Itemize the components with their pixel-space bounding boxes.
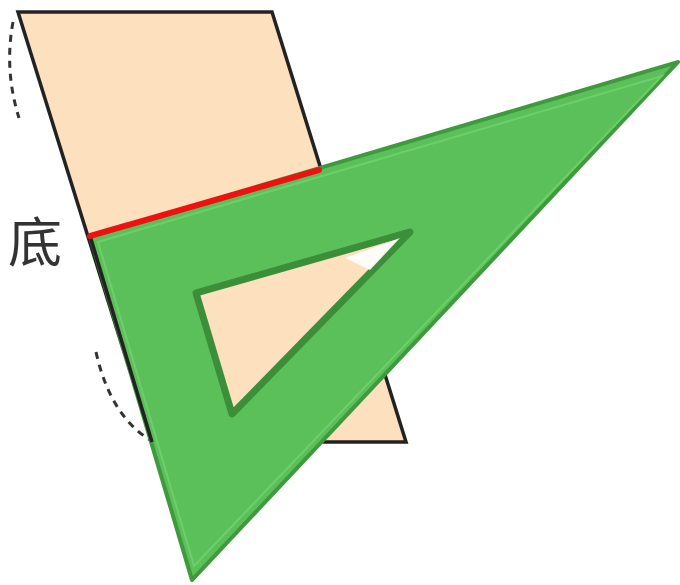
set-square-inner-hole [192,228,414,418]
set-square-hole-white [345,238,400,270]
base-label: 底 [8,212,62,275]
set-square-edge-highlight [96,73,666,568]
base-line [87,167,322,239]
dashed-arc-upper [8,21,21,119]
parallelogram-left-edge [88,235,154,443]
set-square [88,60,680,582]
dashed-arc-lower [94,351,151,442]
